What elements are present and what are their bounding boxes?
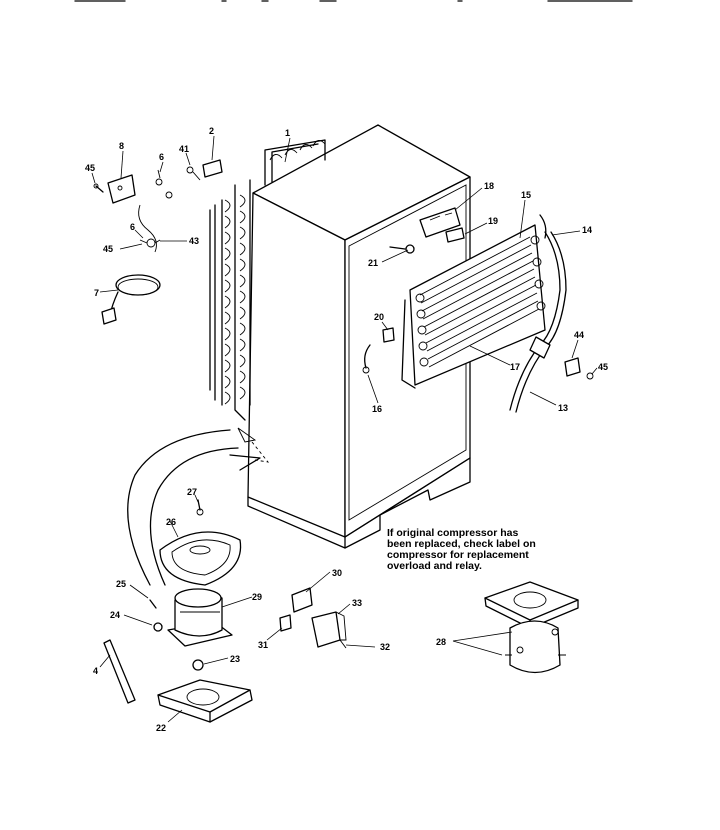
label-45-right: 45	[598, 362, 608, 372]
refrigerator-cabinet	[247, 124, 471, 549]
label-8: 8	[119, 141, 124, 151]
label-18: 18	[484, 181, 494, 191]
label-32: 32	[380, 642, 390, 652]
note-line-2: been replaced, check label on	[387, 538, 536, 550]
label-20: 20	[374, 312, 384, 322]
compressor-base-22	[157, 679, 253, 723]
label-30: 30	[332, 568, 342, 578]
tubing-13	[509, 231, 567, 413]
grommets-6-top	[155, 169, 173, 199]
label-2: 2	[209, 126, 214, 136]
note-line-3: compressor for replacement	[387, 549, 529, 561]
label-28: 28	[436, 637, 446, 647]
label-44: 44	[574, 330, 584, 340]
clip-2	[202, 159, 223, 178]
label-16: 16	[372, 404, 382, 414]
label-31: 31	[258, 640, 268, 650]
power-cord-7	[101, 274, 161, 325]
label-29: 29	[252, 592, 262, 602]
label-25: 25	[116, 579, 126, 589]
clip-19	[445, 227, 465, 243]
condenser-coil	[209, 139, 326, 421]
label-13: 13	[558, 403, 568, 413]
screw-41	[186, 166, 201, 181]
tube-14	[539, 214, 547, 239]
tube-25	[149, 599, 157, 609]
label-43: 43	[189, 236, 199, 246]
grommet-23	[192, 659, 204, 671]
label-23: 23	[230, 654, 240, 664]
label-4: 4	[93, 666, 98, 676]
wire-32	[339, 639, 347, 649]
drier-4	[103, 639, 136, 704]
note-line-1: If original compressor has	[387, 527, 518, 539]
clip-16	[362, 344, 371, 374]
evaporator-15	[409, 224, 546, 386]
label-6-top: 6	[159, 152, 164, 162]
drain-pan-26	[159, 531, 242, 586]
screw-45-right	[586, 372, 594, 380]
screw-45-top	[93, 183, 104, 193]
thermostat-44	[564, 357, 581, 377]
callout-labels: 1 2 41 6 8 45 6 45 43 7 18 15 19 14 21 2…	[85, 126, 608, 733]
grommet-24	[153, 622, 163, 632]
label-24: 24	[110, 610, 120, 620]
label-26: 26	[166, 517, 176, 527]
label-7: 7	[94, 288, 99, 298]
clip-20	[382, 327, 395, 343]
label-45-top: 45	[85, 163, 95, 173]
label-1: 1	[285, 128, 290, 138]
fitting-27	[196, 499, 204, 516]
harness-43	[138, 204, 161, 253]
clip-31	[279, 614, 292, 632]
bracket-18	[419, 207, 461, 238]
label-41: 41	[179, 144, 189, 154]
label-19: 19	[488, 216, 498, 226]
replacement-compressor-28	[484, 581, 579, 674]
label-17: 17	[510, 362, 520, 372]
label-33: 33	[352, 598, 362, 608]
label-21: 21	[368, 258, 378, 268]
label-45-mid: 45	[103, 244, 113, 254]
replacement-note: If original compressor has been replaced…	[387, 527, 536, 572]
compressor-29	[167, 588, 233, 647]
label-22: 22	[156, 723, 166, 733]
overload-30	[291, 587, 313, 613]
routing-arrow	[127, 427, 270, 586]
condenser-coil-loops	[224, 194, 246, 405]
bracket-8	[107, 174, 136, 204]
heater-17	[401, 299, 416, 389]
label-14: 14	[582, 225, 592, 235]
label-15: 15	[521, 190, 531, 200]
leader-lines	[91, 135, 598, 723]
note-line-4: overload and relay.	[387, 560, 482, 572]
label-27: 27	[187, 487, 197, 497]
screw-21	[389, 244, 415, 254]
label-6-mid: 6	[130, 222, 135, 232]
